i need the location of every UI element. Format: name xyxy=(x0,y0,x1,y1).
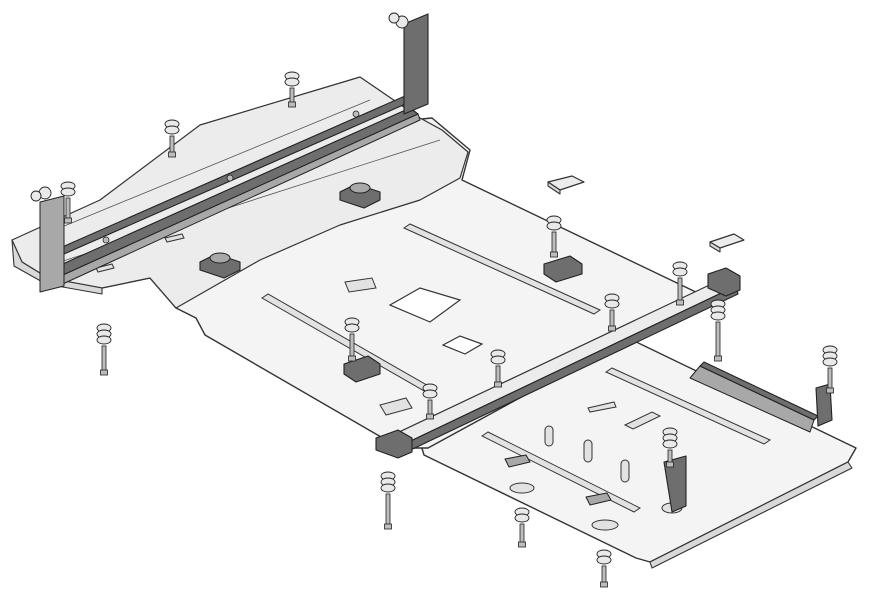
bolt-head xyxy=(608,325,616,332)
bolt-head xyxy=(600,581,608,588)
bolt-shaft xyxy=(551,231,557,255)
bolt-shaft xyxy=(715,321,721,359)
washer xyxy=(596,555,612,565)
washer xyxy=(662,439,678,449)
bolt-shaft xyxy=(385,493,391,527)
bolt-head xyxy=(288,101,296,108)
bolt-head xyxy=(494,381,502,388)
rear-side-bracket xyxy=(663,361,833,513)
bolt-head xyxy=(550,251,558,258)
washer xyxy=(344,323,360,333)
washer xyxy=(514,513,530,523)
fastener-group xyxy=(60,71,838,588)
bolt-shaft xyxy=(169,135,175,155)
front-mounting-rail xyxy=(30,12,429,293)
bolt-assembly xyxy=(662,427,678,468)
washer xyxy=(672,267,688,277)
bolt-assembly xyxy=(164,119,180,158)
washer xyxy=(490,355,506,365)
washer xyxy=(380,483,396,493)
bolt-assembly xyxy=(546,215,562,258)
washer xyxy=(96,335,112,345)
bolt-assembly xyxy=(822,345,838,394)
bolt-assembly xyxy=(380,471,396,530)
bolt-assembly xyxy=(672,261,688,306)
bolt-shaft xyxy=(519,523,525,545)
bolt-head xyxy=(826,387,834,394)
bolt-head xyxy=(64,217,72,224)
bolt-assembly xyxy=(344,317,360,362)
bolt-shaft xyxy=(495,365,501,385)
bolt-shaft xyxy=(609,309,615,329)
bolt-shaft xyxy=(677,277,683,303)
bolt-shaft xyxy=(827,367,833,391)
bolt-head xyxy=(714,355,722,362)
washer xyxy=(604,299,620,309)
washer xyxy=(60,187,76,197)
washer xyxy=(822,357,838,367)
bolt-shaft xyxy=(101,345,107,373)
bolt-head xyxy=(676,299,684,306)
bolt-assembly xyxy=(96,323,112,376)
bolt-assembly xyxy=(514,507,530,548)
bolt-assembly xyxy=(490,349,506,388)
bolt-head xyxy=(100,369,108,376)
washer xyxy=(422,389,438,399)
bolt-head xyxy=(518,541,526,548)
bolt-shaft xyxy=(65,197,71,221)
bolt-shaft xyxy=(601,565,607,585)
bolt-head xyxy=(348,355,356,362)
bolt-assembly xyxy=(60,181,76,224)
cross-member-bar xyxy=(375,267,741,459)
bolt-assembly xyxy=(710,299,726,362)
spacer-block xyxy=(343,175,745,383)
bolt-head xyxy=(666,461,674,468)
bolt-shaft xyxy=(349,333,355,359)
washer xyxy=(546,221,562,231)
washer xyxy=(164,125,180,135)
bolt-assembly xyxy=(284,71,300,108)
washer xyxy=(710,311,726,321)
bolt-assembly xyxy=(596,549,612,588)
bolt-assembly xyxy=(604,293,620,332)
bolt-assembly xyxy=(422,383,438,420)
bolt-head xyxy=(426,413,434,420)
washer xyxy=(284,77,300,87)
bolt-shaft xyxy=(289,87,295,105)
bolt-head xyxy=(384,523,392,530)
bolt-head xyxy=(168,151,176,158)
